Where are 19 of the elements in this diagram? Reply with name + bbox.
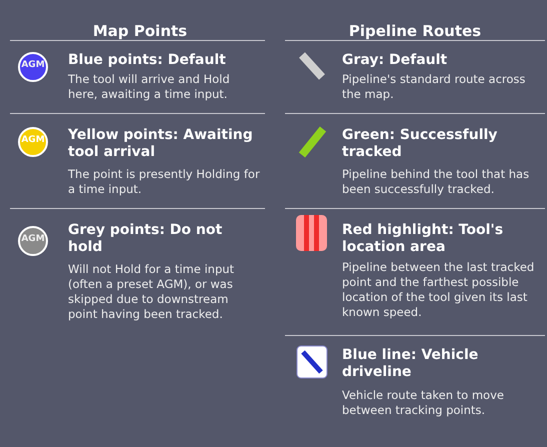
legend-heading: Gray: Default [342,52,448,69]
legend-description: The tool will arrive and Hold here, awaiting a time input. [68,72,231,102]
legend-heading: Grey points: Do not hold [68,222,224,256]
legend-description: Will not Hold for a time input (often a preset AGM), or was skipped due to downstream point having been tracked. [68,262,236,322]
point-code: AGM [20,135,46,145]
column-heading: Map Points [92,22,188,40]
point-code: AGM [20,234,46,244]
legend-description: Vehicle route taken to move between tracking points. [342,388,505,418]
point-code: AGM [20,60,46,70]
legend-heading: Blue points: Default [68,52,227,69]
legend-description: Pipeline's standard route across the map. [342,72,526,102]
legend-heading: Blue line: Vehicle driveline [342,347,480,381]
legend-heading: Red highlight: Tool's location area [342,222,504,256]
legend-description: Pipeline behind the tool that has been successfully tracked. [342,167,530,197]
legend-heading: Yellow points: Awaiting tool arrival [68,127,254,161]
column-heading: Pipeline Routes [348,22,482,40]
legend-heading: Green: Successfully tracked [342,127,498,161]
legend-description: The point is presently Holding for a time input. [68,167,260,197]
legend-description: Pipeline between the last tracked point and the farthest possible location of the tool given its last known speed. [342,260,536,320]
